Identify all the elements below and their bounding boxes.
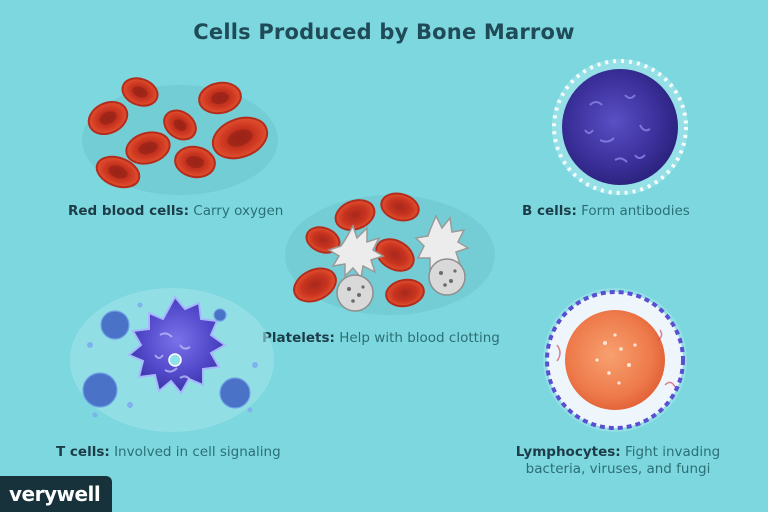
- label-name: T cells:: [56, 444, 110, 460]
- label-platelets: Platelets: Help with blood clotting: [262, 330, 500, 347]
- label-red-blood-cells: Red blood cells: Carry oxygen: [68, 203, 283, 220]
- verywell-logo: verywell: [0, 476, 112, 512]
- label-desc: Fight invading: [624, 444, 721, 460]
- label-b-cells: B cells: Form antibodies: [522, 203, 690, 220]
- label-desc: Involved in cell signaling: [114, 444, 281, 460]
- label-name: Lymphocytes:: [515, 444, 621, 460]
- lymphocyte-illustration: [543, 288, 687, 432]
- label-desc: Help with blood clotting: [339, 330, 500, 346]
- logo-text: verywell: [9, 482, 101, 506]
- t-cell-illustration: [70, 288, 274, 432]
- platelets-illustration: [285, 192, 495, 315]
- label-desc-line2: bacteria, viruses, and fungi: [525, 461, 711, 477]
- red-blood-cells-illustration: [82, 77, 278, 195]
- page-title: Cells Produced by Bone Marrow: [193, 20, 575, 44]
- label-desc: Carry oxygen: [193, 203, 284, 219]
- label-lymphocytes: Lymphocytes: Fight invading bacteria, vi…: [508, 444, 728, 478]
- b-cell-illustration: [552, 59, 688, 195]
- label-t-cells: T cells: Involved in cell signaling: [56, 444, 281, 461]
- label-desc: Form antibodies: [581, 203, 690, 219]
- label-name: Red blood cells:: [68, 203, 189, 219]
- label-name: B cells:: [522, 203, 577, 219]
- label-name: Platelets:: [262, 330, 335, 346]
